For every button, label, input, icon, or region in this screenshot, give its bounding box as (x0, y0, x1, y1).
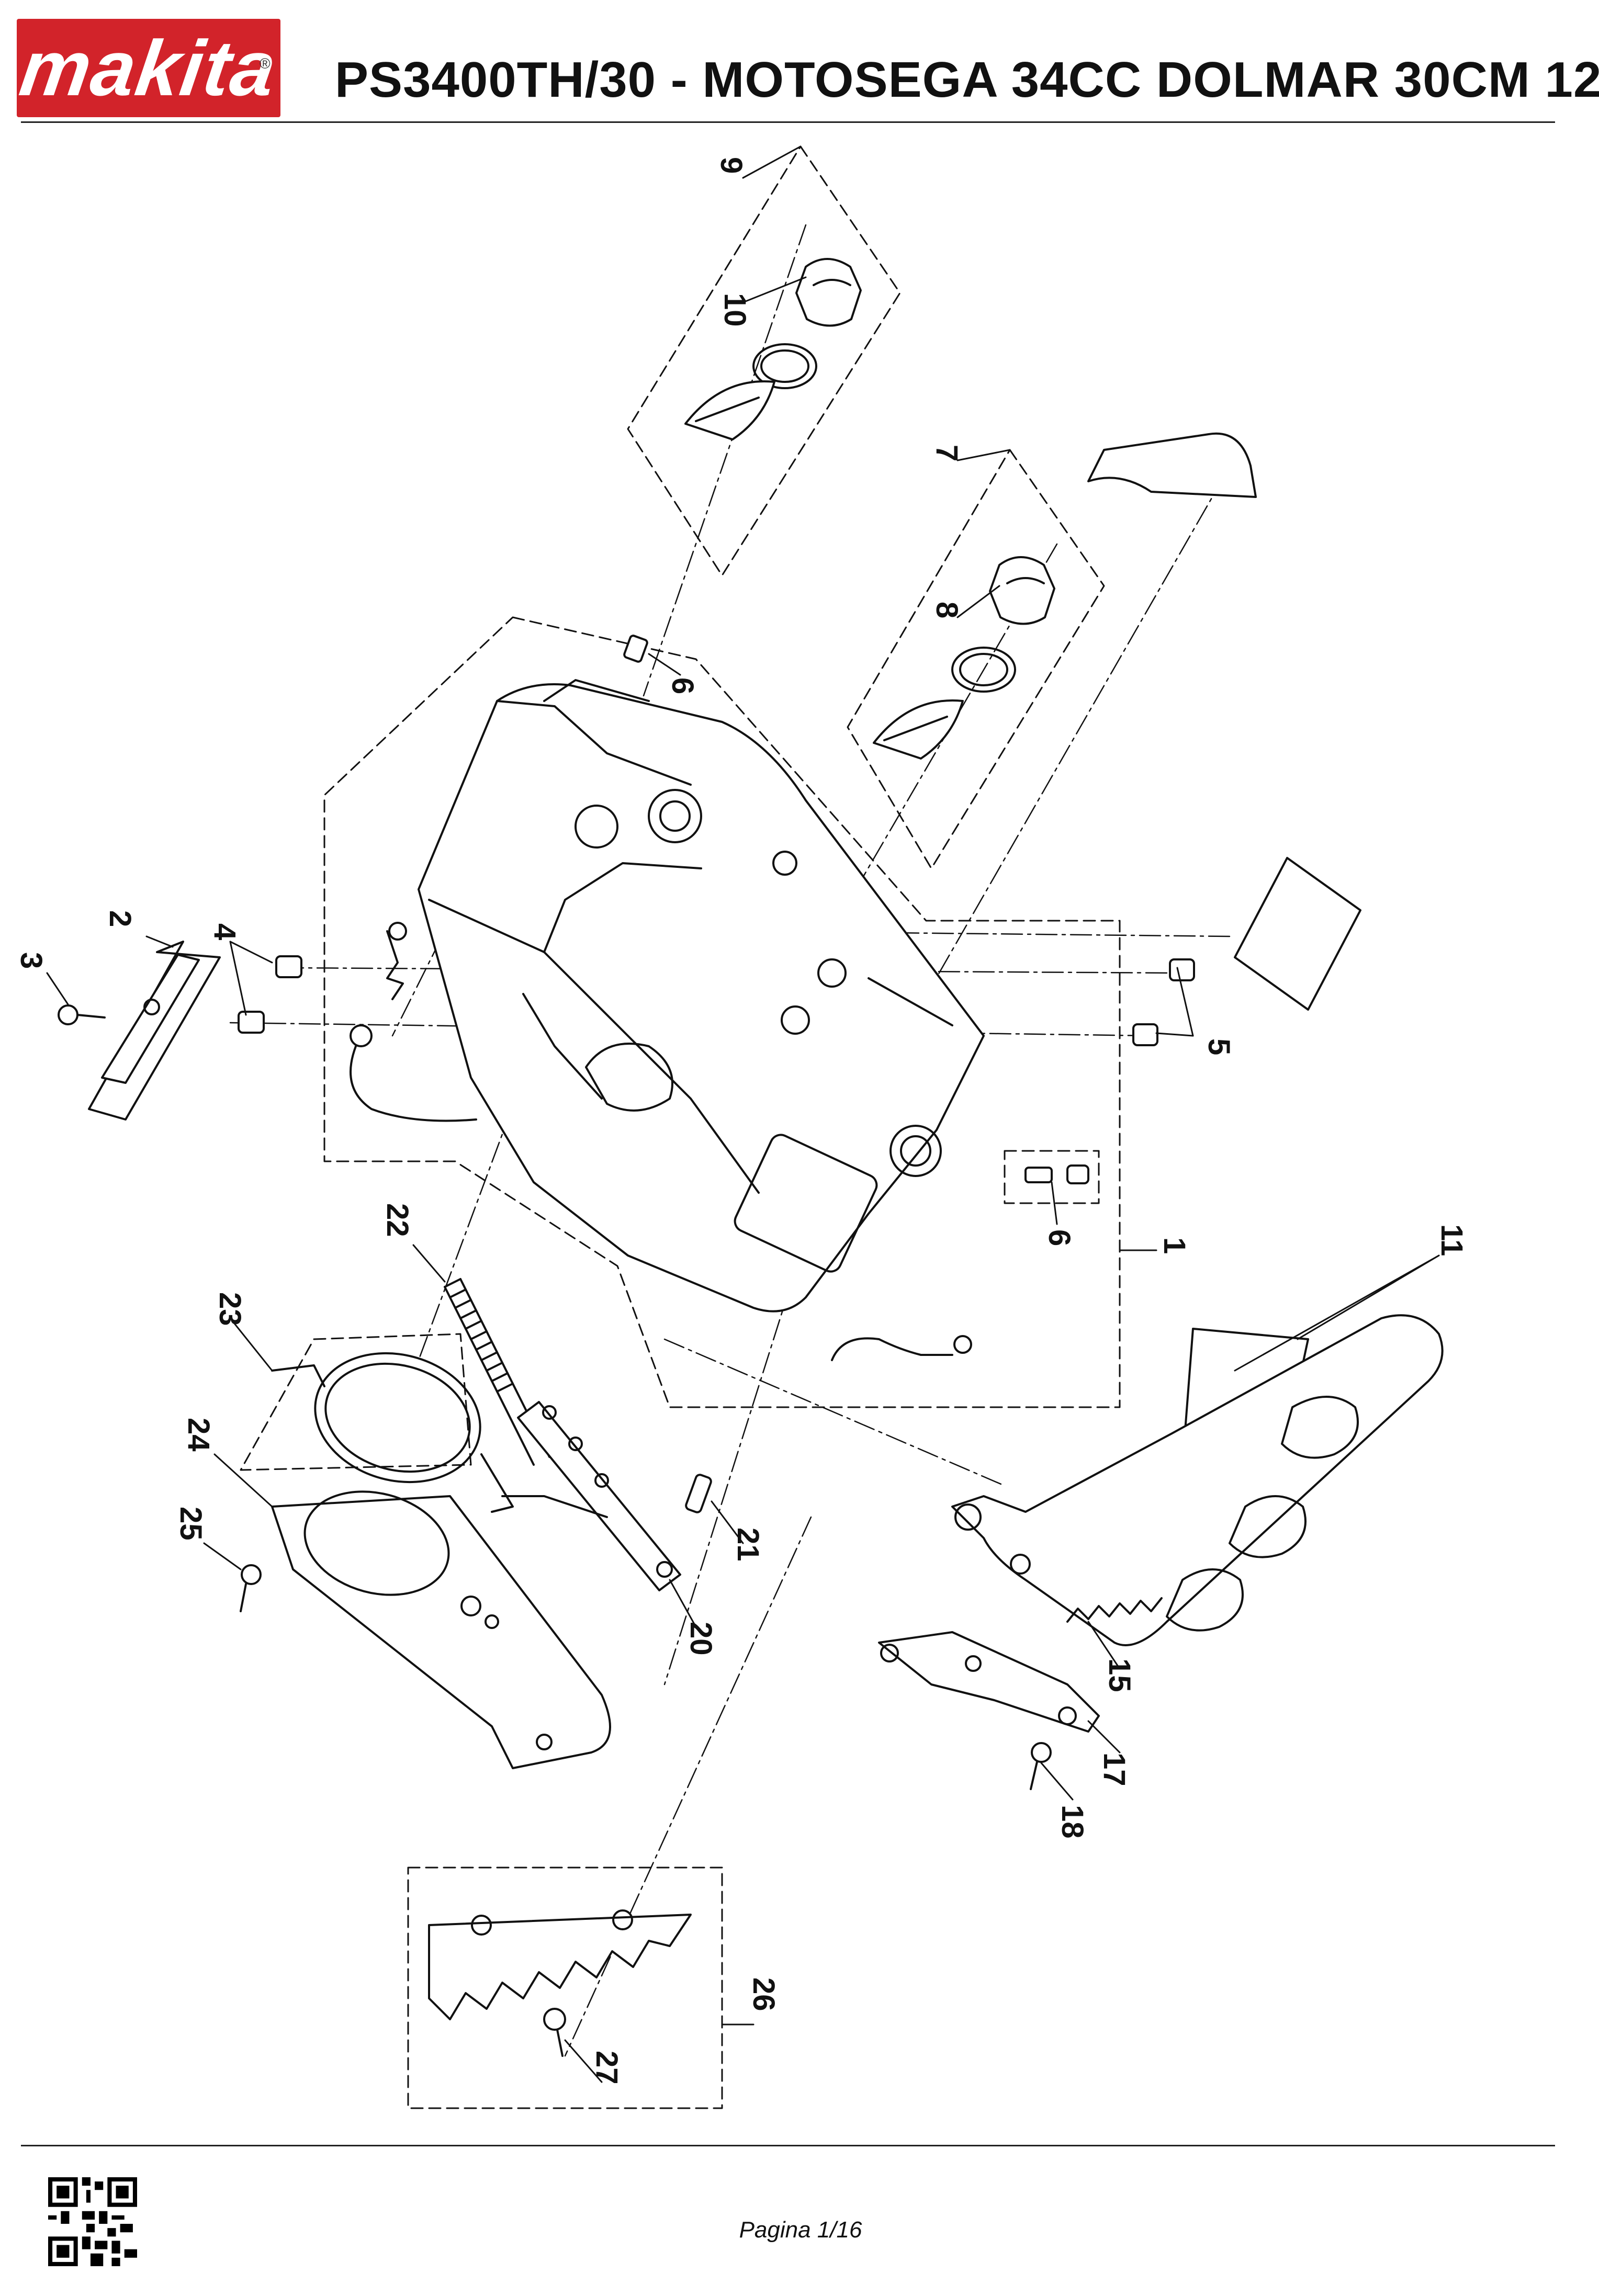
part-27-screw (543, 2008, 566, 2057)
callout-3: 3 (14, 952, 48, 969)
page-title: PS3400TH/30 - MOTOSEGA 34CC DOLMAR 30CM … (335, 52, 1599, 108)
group-26-outline (407, 1867, 723, 2109)
oil-hose (350, 922, 477, 1122)
part-20-lever (501, 1401, 681, 1591)
part-11-cap-assembly (684, 258, 862, 440)
part-17-spring (1066, 1597, 1163, 1623)
decal-side (1234, 857, 1361, 1011)
part-18-bracket (878, 1631, 1100, 1733)
footer-divider (21, 2145, 1555, 2146)
callout-23: 23 (213, 1292, 247, 1326)
part-26-spike (428, 1909, 692, 2020)
part-21-pin (685, 1474, 712, 1513)
registered-mark: ® (260, 55, 271, 72)
callout-2: 2 (103, 910, 137, 927)
callout-20: 20 (684, 1622, 718, 1656)
part-4-nuts (238, 955, 302, 1034)
group-8-outline (847, 449, 1105, 869)
callout-15: 11 (1435, 1224, 1469, 1256)
callout-1: 1 (1157, 1237, 1191, 1254)
callout-11: 10 (718, 293, 752, 327)
header-divider (21, 121, 1555, 123)
callout-8: 7 (930, 445, 964, 461)
hose-lower (831, 1337, 953, 1361)
group-6-outline (1004, 1150, 1100, 1204)
page-number: Pagina 1/16 (739, 2217, 862, 2243)
makita-logo: makita (15, 19, 282, 117)
callout-18: 17 (1097, 1752, 1131, 1786)
group-10-outline (627, 145, 901, 576)
exploded-parts-diagram: 9 10 7 8 6 2 3 4 5 6 1 11 22 23 24 25 21… (14, 145, 1469, 2109)
callout-21: 21 (731, 1528, 765, 1562)
callout-4: 4 (208, 923, 242, 940)
part-7-plug (623, 635, 648, 663)
part-23-brake-band (271, 1352, 514, 1513)
page-header: makita ® PS3400TH/30 - MOTOSEGA 34CC DOL… (0, 0, 1599, 126)
group-1-outline (323, 616, 1121, 1408)
part-2-cover (88, 941, 221, 1121)
part-25-screw (240, 1564, 262, 1612)
part-3-screw (58, 1004, 106, 1025)
callout-5: 5 (1202, 1038, 1236, 1055)
part-24-plate (271, 1490, 611, 1769)
part-9-cap-assembly (873, 556, 1055, 760)
callout-24: 24 (182, 1418, 216, 1452)
part-15-handle (951, 1314, 1444, 1646)
callout-10: 9 (714, 157, 748, 174)
callout-7: 6 (666, 677, 700, 694)
callout-6: 6 (1042, 1229, 1076, 1246)
group-23-24-outline (240, 1333, 472, 1471)
part-1-crankcase (418, 679, 985, 1313)
callout-25: 25 (174, 1507, 208, 1541)
qr-code-icon (48, 2177, 137, 2266)
callout-9: 8 (930, 602, 964, 618)
part-6-bolt (1024, 1164, 1089, 1184)
part-19-screw (1030, 1742, 1052, 1790)
callout-27: 27 (590, 2051, 624, 2085)
brand-wordmark: makita (15, 24, 283, 112)
callout-26: 26 (747, 1977, 781, 2011)
decal-top (1087, 432, 1257, 498)
callout-22: 22 (380, 1203, 414, 1237)
callout-17: 15 (1102, 1658, 1136, 1692)
callout-19: 18 (1055, 1805, 1089, 1839)
part-5-nuts (1132, 958, 1195, 1046)
